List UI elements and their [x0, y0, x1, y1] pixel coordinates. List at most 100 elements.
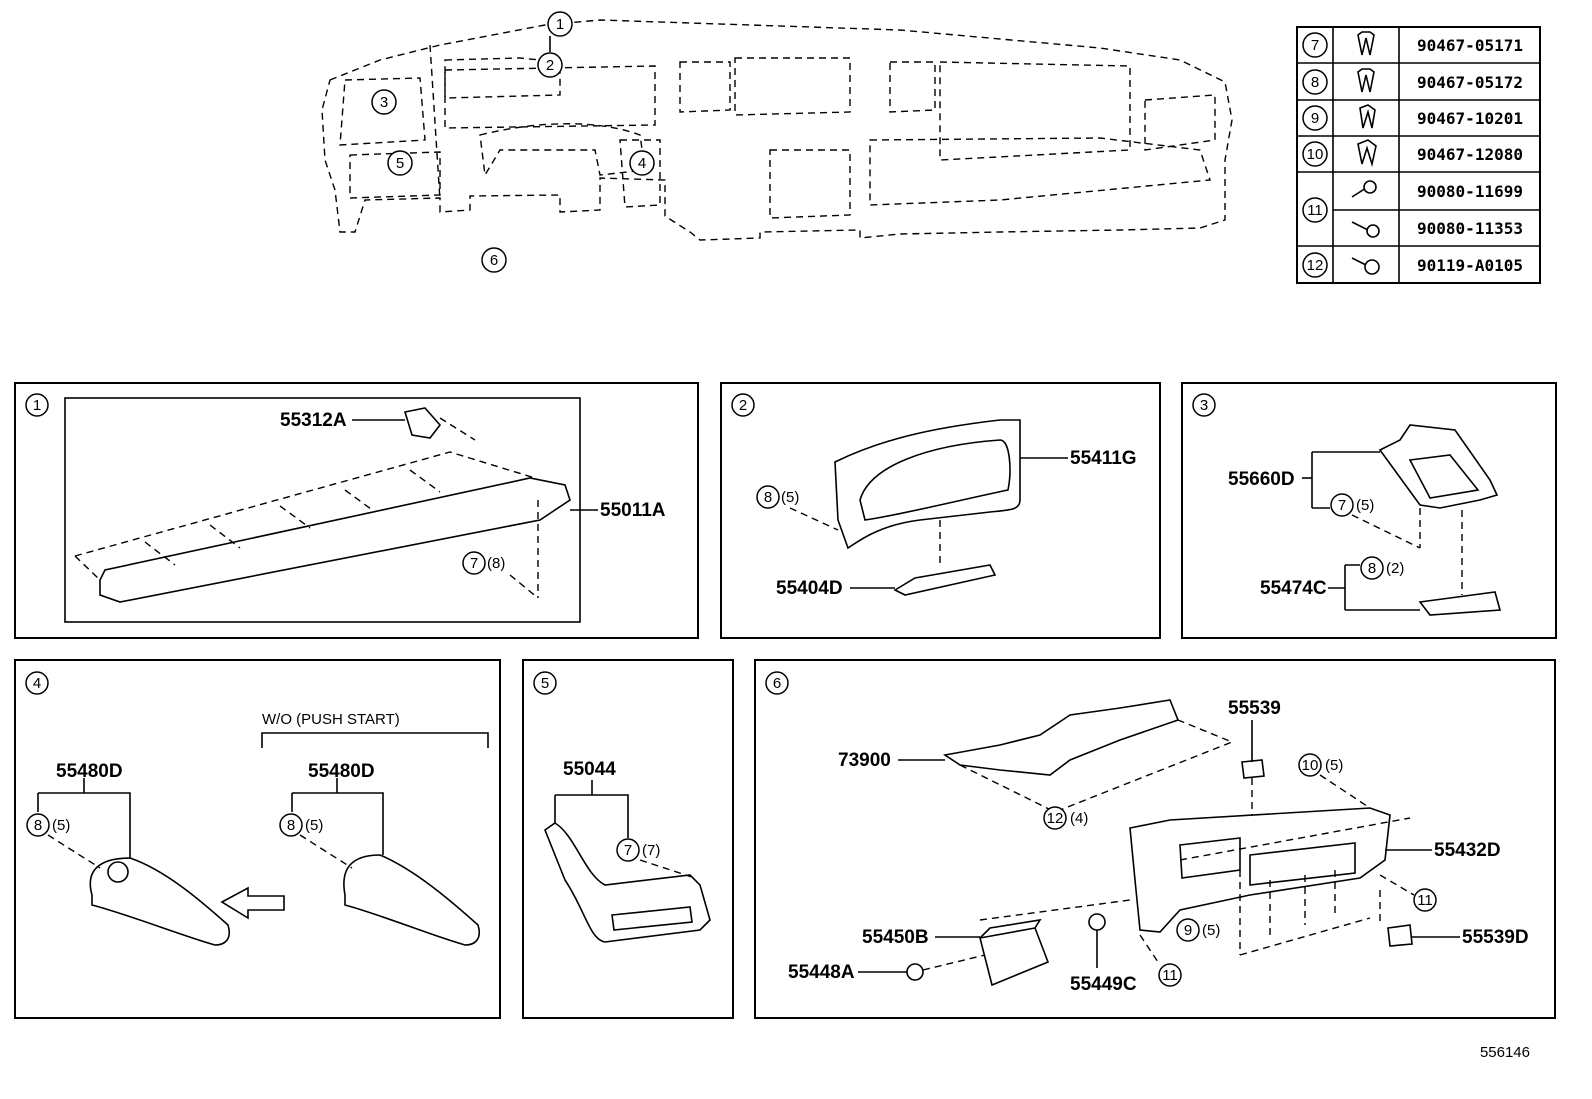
svg-text:4: 4 [638, 155, 646, 172]
svg-text:8: 8 [764, 489, 772, 506]
overview-callout-4[interactable]: 4 [629, 150, 655, 176]
box-part[interactable] [979, 927, 1050, 987]
svg-text:7: 7 [1311, 37, 1319, 54]
svg-text:7: 7 [470, 555, 478, 572]
part-label[interactable]: 55480D [56, 761, 123, 782]
svg-text:90467-05172: 90467-05172 [1417, 73, 1523, 92]
part-label[interactable]: 55432D [1434, 840, 1501, 861]
part-label[interactable]: 55449C [1070, 974, 1137, 995]
part-label[interactable]: 55044 [563, 759, 616, 780]
svg-text:6: 6 [490, 252, 498, 269]
cluster-finish-panel[interactable] [834, 419, 1021, 550]
overview-callout-2[interactable]: 2 [537, 52, 563, 78]
svg-text:9: 9 [1311, 110, 1319, 127]
dashboard-overview [321, 19, 1233, 241]
svg-text:11: 11 [1162, 967, 1178, 984]
screw-icon [1351, 257, 1380, 275]
part-label[interactable]: 55450B [862, 927, 929, 948]
overview-callout-6[interactable]: 6 [481, 247, 507, 273]
overview-callout-5[interactable]: 5 [387, 150, 413, 176]
steering-column-cover-left[interactable] [89, 857, 231, 946]
part-label[interactable]: 55474C [1260, 578, 1327, 599]
table-row-8[interactable]: 8 90467-05172 [1302, 68, 1523, 95]
part-label[interactable]: 55539D [1462, 927, 1529, 948]
table-row-7[interactable]: 7 90467-05171 [1302, 31, 1523, 58]
part-label[interactable]: 55539 [1228, 698, 1281, 719]
part-label[interactable]: 55404D [776, 578, 843, 599]
panel-3: 3 55660D 7 (5) 55474C 8 (2) [1181, 382, 1557, 639]
svg-text:5: 5 [396, 155, 404, 172]
svg-text:W/O (PUSH START): W/O (PUSH START) [262, 711, 400, 728]
svg-text:90080-11699: 90080-11699 [1417, 182, 1523, 201]
part-label[interactable]: 55480D [308, 761, 375, 782]
part-label[interactable]: 55448A [788, 962, 855, 983]
svg-text:11: 11 [1417, 892, 1433, 909]
bracket-part[interactable] [893, 564, 997, 596]
svg-text:8: 8 [1311, 74, 1319, 91]
instrument-panel-pad[interactable] [99, 477, 571, 603]
lower-finish-panel[interactable] [544, 822, 711, 943]
overview-callout-3[interactable]: 3 [371, 89, 397, 115]
svg-text:8: 8 [1368, 560, 1376, 577]
svg-text:4: 4 [33, 675, 41, 692]
svg-text:90119-A0105: 90119-A0105 [1417, 256, 1523, 275]
svg-text:2: 2 [739, 397, 747, 414]
panel-2: 2 55411G 55404D 8 (5) [720, 382, 1161, 639]
svg-text:3: 3 [380, 94, 388, 111]
reinforcement-part[interactable] [942, 699, 1180, 776]
svg-text:(4): (4) [1070, 810, 1088, 827]
part-label[interactable]: 73900 [838, 750, 891, 771]
air-outlet-assembly[interactable] [1378, 424, 1499, 509]
svg-text:7: 7 [1338, 497, 1346, 514]
diagram-id: 556146 [1480, 1044, 1530, 1061]
switch-hole-cover[interactable] [1241, 759, 1265, 779]
overview-callout-1[interactable]: 1 [547, 11, 573, 37]
table-row-10[interactable]: 10 90467-12080 [1302, 139, 1523, 168]
screw-icon [1351, 221, 1380, 238]
clip-part[interactable] [1088, 913, 1106, 931]
svg-text:90467-05171: 90467-05171 [1417, 36, 1523, 55]
svg-text:6: 6 [773, 675, 781, 692]
bracket-part[interactable] [403, 407, 442, 439]
svg-text:12: 12 [1047, 810, 1064, 827]
svg-text:7: 7 [624, 842, 632, 859]
table-row-11[interactable]: 11 90080-11699 90080-11353 [1302, 180, 1523, 238]
svg-text:90467-12080: 90467-12080 [1417, 145, 1523, 164]
svg-text:(5): (5) [1325, 757, 1343, 774]
switch-hole-cover[interactable] [1387, 924, 1413, 947]
part-label[interactable]: 55312A [280, 410, 347, 431]
svg-text:1: 1 [556, 16, 564, 33]
clip-icon [1357, 139, 1377, 168]
part-label[interactable]: 55011A [600, 500, 666, 521]
svg-text:(5): (5) [1202, 922, 1220, 939]
svg-text:5: 5 [541, 675, 549, 692]
panel-6: 6 73900 12 (4) 55539 10 (5) 55432D 11 [754, 659, 1556, 1019]
fastener-table [1296, 26, 1541, 284]
garnish-part[interactable] [1418, 591, 1502, 616]
arrow-left-icon [220, 886, 285, 920]
part-label[interactable]: 55411G [1070, 448, 1137, 469]
table-row-12[interactable]: 12 90119-A0105 [1302, 252, 1523, 278]
table-row-9[interactable]: 9 90467-10201 [1302, 104, 1523, 131]
clip-icon [1357, 31, 1375, 56]
cap-part[interactable] [906, 963, 924, 981]
svg-text:(8): (8) [487, 555, 505, 572]
svg-text:10: 10 [1307, 146, 1324, 163]
svg-text:8: 8 [34, 817, 42, 834]
svg-text:12: 12 [1307, 257, 1324, 274]
svg-text:1: 1 [33, 397, 41, 414]
svg-text:8: 8 [287, 817, 295, 834]
svg-text:3: 3 [1200, 397, 1208, 414]
screw-icon [1351, 180, 1377, 198]
panel-1: 1 55312A 55011A 7 (8) [14, 382, 699, 639]
svg-text:(5): (5) [305, 817, 323, 834]
panel-4: 4 W/O (PUSH START) 55480D 8 (5) 55480D 8… [14, 659, 501, 1019]
panel-5: 5 55044 7 (7) [522, 659, 734, 1019]
svg-text:(2): (2) [1386, 560, 1404, 577]
clip-icon [1359, 104, 1376, 129]
steering-column-cover-right[interactable] [343, 854, 481, 946]
part-label[interactable]: 55660D [1228, 469, 1295, 490]
lower-instrument-panel[interactable] [1129, 807, 1391, 933]
svg-text:11: 11 [1307, 202, 1323, 219]
